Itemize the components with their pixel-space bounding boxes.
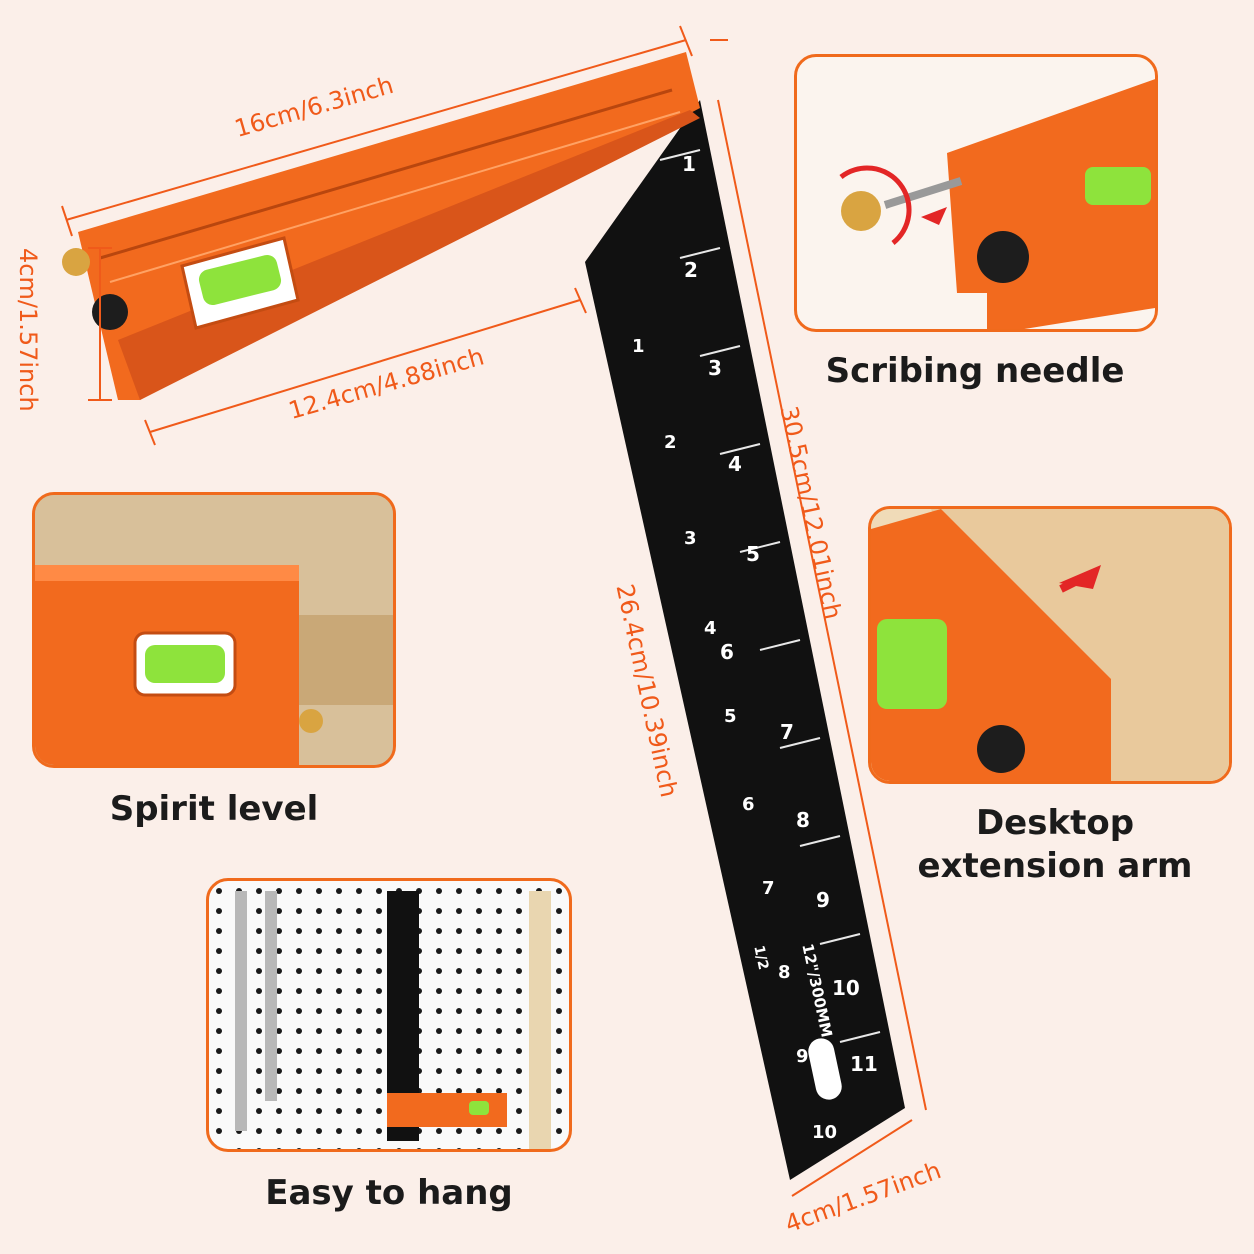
ruler-number: 2 xyxy=(684,258,698,282)
ruler-number: 11 xyxy=(850,1052,878,1076)
desktop-extension-panel xyxy=(868,506,1232,784)
desktop-caption-line2: extension arm xyxy=(917,845,1193,886)
inner-number: 5 xyxy=(724,706,737,727)
ruler-number: 1 xyxy=(682,152,696,176)
ruler-number: 9 xyxy=(816,888,830,912)
easy-to-hang-caption: Easy to hang xyxy=(265,1173,513,1213)
dim-stock-height: 4cm/1.57inch xyxy=(14,248,42,412)
brass-knob xyxy=(62,248,90,276)
ruler-number: 4 xyxy=(728,452,742,476)
scribing-needle-caption: Scribing needle xyxy=(825,351,1125,391)
inner-number: 4 xyxy=(704,618,717,639)
ruler-number: 7 xyxy=(780,720,794,744)
inner-number: 9 xyxy=(796,1046,809,1067)
ruler-blade xyxy=(585,100,905,1180)
scribing-needle-panel xyxy=(794,54,1158,332)
spirit-level-panel xyxy=(32,492,396,768)
inner-number: 8 xyxy=(778,962,791,983)
inner-number: 10 xyxy=(812,1122,838,1143)
ruler-number: 10 xyxy=(832,976,860,1000)
blade-marking: 12"/300MM xyxy=(798,942,836,1040)
spirit-level-caption: Spirit level xyxy=(109,789,319,829)
fraction-label: 1/2 xyxy=(750,944,772,972)
ruler-number: 5 xyxy=(746,542,760,566)
inner-number: 1 xyxy=(632,336,645,357)
ruler-number: 8 xyxy=(796,808,810,832)
spirit-level-vial xyxy=(180,236,300,330)
desktop-caption-line1: Desktop xyxy=(975,803,1135,843)
inner-number: 2 xyxy=(664,432,677,453)
inner-number: 6 xyxy=(742,794,755,815)
ruler-number: 3 xyxy=(708,356,722,380)
desktop-extension-caption: Desktop extension arm xyxy=(880,802,1230,887)
inner-number: 7 xyxy=(762,878,775,899)
easy-to-hang-panel xyxy=(206,878,572,1152)
ruler-number: 6 xyxy=(720,640,734,664)
inner-number: 3 xyxy=(684,528,697,549)
hang-hole xyxy=(808,1038,842,1100)
